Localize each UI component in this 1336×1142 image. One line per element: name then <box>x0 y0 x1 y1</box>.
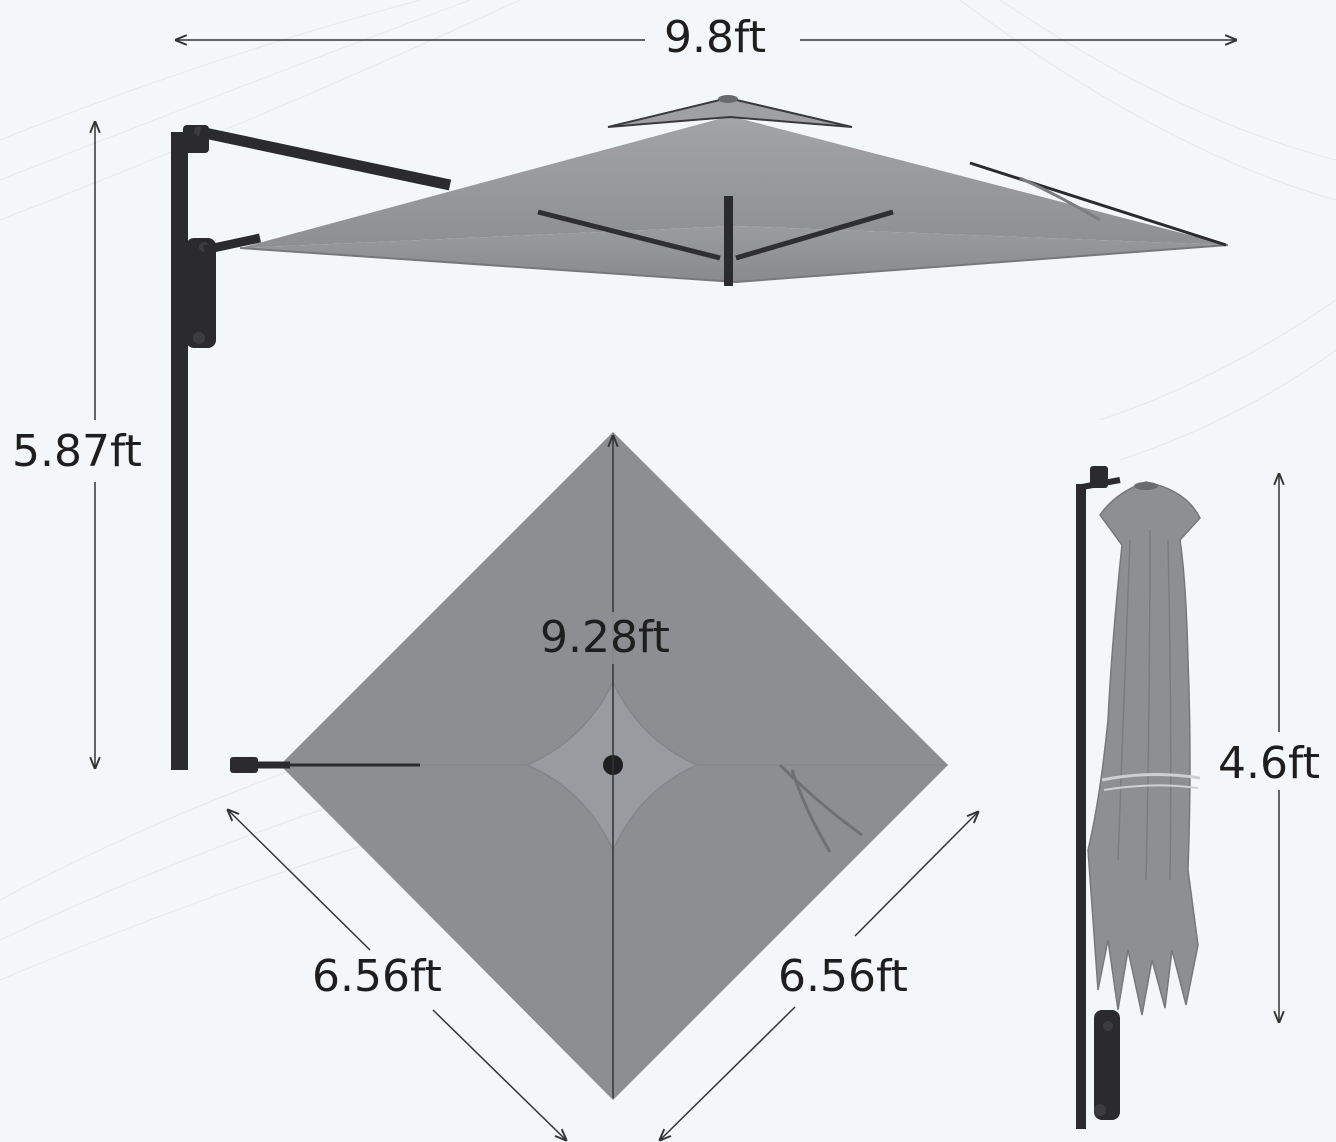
canopy-vent <box>607 96 853 128</box>
side-left-line-b <box>432 1009 566 1140</box>
canopy-side-right-label: 6.56ft <box>778 951 908 1002</box>
side-right-line-a <box>854 812 978 937</box>
dimension-lines <box>95 40 1279 1140</box>
canopy-underside <box>240 226 1228 282</box>
side-left-line-a <box>228 810 371 951</box>
overall-width-label: 9.8ft <box>664 12 766 63</box>
open-umbrella-side-view <box>171 95 1229 770</box>
canopy-side-left-label: 6.56ft <box>312 951 442 1002</box>
canopy-diagonal-label: 9.28ft <box>540 612 670 663</box>
mount-pole <box>171 132 188 770</box>
side-right-line-b <box>660 1006 796 1140</box>
mount-height-label: 5.87ft <box>12 426 142 477</box>
folded-height-label: 4.6ft <box>1218 738 1320 789</box>
folded-umbrella-view <box>1076 466 1201 1129</box>
folded-mount-pole <box>1076 484 1086 1129</box>
canopy-top <box>240 116 1228 248</box>
folded-canopy <box>1087 481 1201 1016</box>
